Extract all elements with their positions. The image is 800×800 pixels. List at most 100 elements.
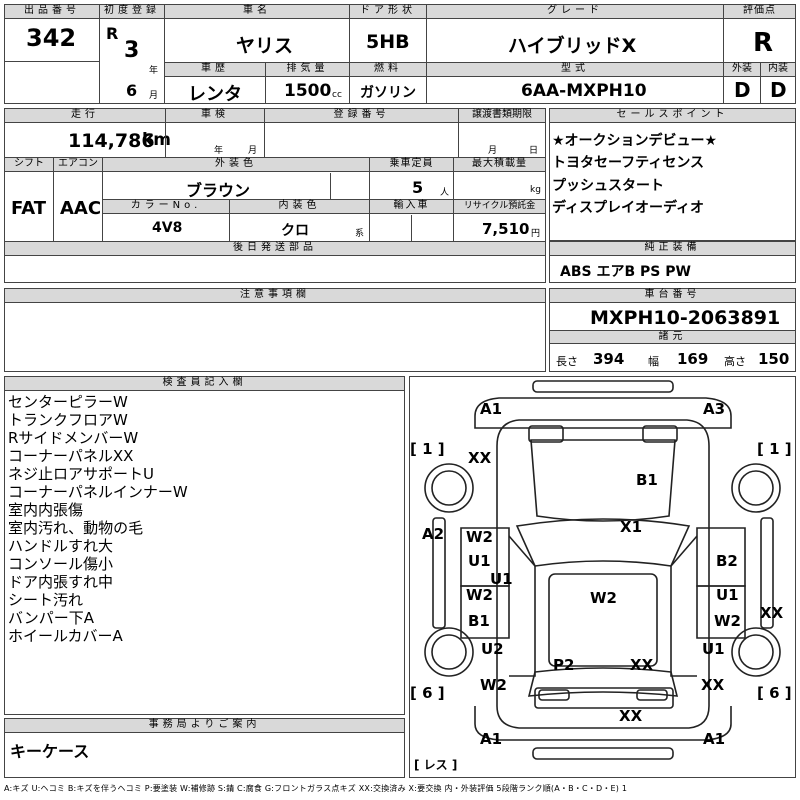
color-no-header: カラーNo. (103, 200, 229, 214)
equipment-header: 純正装備 (550, 242, 795, 256)
damage-label: X1 (620, 518, 643, 536)
inspection-month-unit: 月 (248, 146, 258, 156)
sales-points-header: セールスポイント (550, 109, 795, 123)
year-unit: 年 (149, 66, 159, 76)
grade: ハイブリッドX (508, 35, 637, 57)
displacement-header: 排気量 (266, 63, 349, 77)
height-value: 150 (758, 350, 790, 368)
damage-label: [ 1 ] (410, 440, 445, 458)
max-load-unit: kg (530, 185, 541, 195)
sales-points-box (549, 108, 796, 241)
car-name-header: 車名 (165, 5, 349, 19)
damage-label: W2 (466, 586, 493, 604)
fuel-header: 燃料 (350, 63, 426, 77)
registration-header: 初度登録 (100, 5, 164, 19)
car-history: レンタ (188, 84, 242, 105)
aircon-header: エアコン (54, 158, 102, 172)
inspection-year-unit: 年 (214, 146, 224, 156)
notes-header: 注意事項欄 (5, 289, 545, 303)
height-label: 高さ (724, 355, 746, 368)
transfer-day-unit: 日 (529, 146, 539, 156)
inspector-box (4, 376, 405, 715)
damage-label: U2 (481, 640, 504, 658)
office-header: 事務局よりご案内 (5, 719, 404, 733)
sales-point-item: トヨタセーフティセンス (552, 155, 705, 171)
door-header: ドア形状 (350, 5, 426, 19)
damage-label: P2 (553, 656, 575, 674)
inspector-notes: センターピラーW トランクフロアW RサイドメンバーW コーナーパネルXX ネジ… (8, 393, 188, 645)
inspector-line: ドア内張すれ中 (8, 573, 114, 591)
inspector-line: RサイドメンバーW (8, 429, 139, 447)
damage-label: [ 6 ] (757, 684, 792, 702)
exterior-header: 外装 (724, 63, 760, 77)
shift-type: FAT (11, 198, 47, 219)
damage-label: XX (630, 656, 654, 674)
exterior-color-header: 外装色 (103, 158, 369, 172)
recycle-fee: 7,510 (482, 220, 530, 238)
damage-label: A1 (480, 400, 503, 418)
top-info-table (4, 4, 796, 104)
recycle-header: リサイクル預託金 (454, 200, 545, 214)
mileage-header: 走行 (5, 109, 165, 123)
legend-footer: A:キズ U:ヘコミ B:キズを伴うヘコミ P:要塗装 W:補修跡 S:錆 C:… (4, 784, 628, 793)
inspection-header: 車検 (166, 109, 264, 123)
length-value: 394 (593, 350, 625, 368)
damage-label: A1 (480, 730, 503, 748)
plate-header: 登録番号 (265, 109, 458, 123)
width-label: 幅 (648, 355, 659, 368)
damage-label: W2 (590, 589, 617, 607)
damage-label: B2 (716, 552, 738, 570)
transfer-deadline-header: 譲渡書類期限 (459, 109, 545, 123)
transfer-month-unit: 月 (488, 146, 498, 156)
spec-header: 諸元 (550, 330, 795, 344)
damage-label: [ 6 ] (410, 684, 445, 702)
aircon-type: AAC (60, 198, 102, 219)
damage-label: [ レス ] (414, 758, 458, 772)
import-header: 輸入車 (370, 200, 453, 214)
interior-color: クロ (281, 223, 309, 239)
inspector-line: 室内内張傷 (8, 501, 84, 519)
damage-label: XX (619, 707, 643, 725)
score-header: 評価点 (724, 5, 795, 19)
damage-label: U1 (468, 552, 491, 570)
fuel-type: ガソリン (360, 85, 416, 101)
damage-label: B1 (636, 471, 658, 489)
recycle-unit: 円 (531, 229, 541, 239)
inspector-line: ハンドルすれ大 (8, 537, 114, 555)
lot-header: 出品番号 (5, 5, 99, 19)
registration-era: R (106, 24, 119, 43)
inspector-line: コーナーパネルインナーW (8, 483, 188, 501)
model-code: 6AA-MXPH10 (521, 81, 647, 101)
damage-label: A3 (703, 400, 726, 418)
inspector-line: ネジ止ロアサポートU (8, 465, 154, 483)
interior-color-unit: 系 (355, 229, 365, 239)
shift-header: シフト (5, 158, 53, 172)
inspector-line: トランクフロアW (8, 411, 128, 429)
door-type: 5HB (366, 31, 410, 53)
chassis-number: MXPH10-2063891 (590, 307, 781, 329)
month-unit: 月 (149, 91, 159, 101)
damage-label: U1 (716, 586, 739, 604)
inspector-line: ホイールカバーA (8, 627, 123, 645)
registration-year: 3 (124, 38, 140, 63)
later-parts-header: 後日発送部品 (5, 242, 545, 256)
sales-point-item: プッシュスタート (552, 178, 664, 194)
length-label: 長さ (556, 355, 578, 368)
sales-point-item: ★オークションデビュー★ (552, 133, 718, 149)
interior-grade: D (770, 78, 787, 102)
car-name: ヤリス (236, 35, 294, 57)
damage-label: U1 (702, 640, 725, 658)
inspector-line: コーナーパネルXX (8, 447, 134, 465)
inspector-line: 室内汚れ、動物の毛 (8, 519, 144, 537)
color-no: 4V8 (152, 220, 183, 236)
equipment-list: ABS エアB PS PW (560, 264, 691, 280)
inspector-line: バンパー下A (8, 609, 95, 627)
grade-header: グレード (427, 5, 723, 19)
capacity: 5 (412, 178, 424, 197)
damage-label: [ 1 ] (757, 440, 792, 458)
damage-label: W2 (714, 612, 741, 630)
damage-label: A2 (422, 525, 445, 543)
car-diagram (424, 380, 781, 760)
interior-header: 内装 (761, 63, 795, 77)
damage-label: XX (701, 676, 725, 694)
